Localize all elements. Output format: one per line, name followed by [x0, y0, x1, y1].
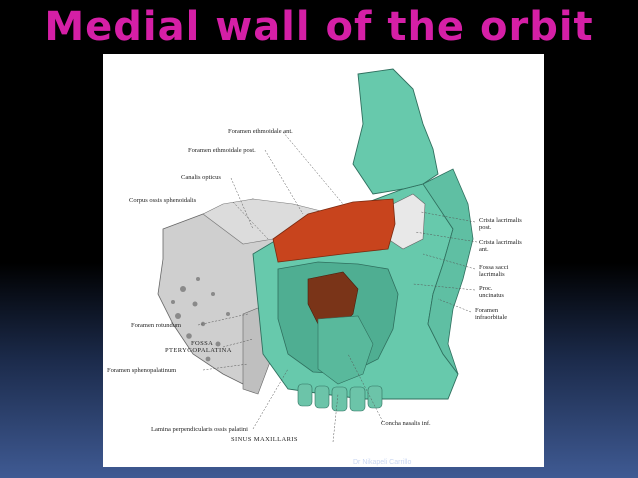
leader-lines	[197, 131, 478, 443]
label-proc-uncinatus: Proc. uncinatus	[479, 285, 504, 299]
label-concha-nasalis-inf: Concha nasalis inf.	[381, 420, 431, 427]
label-crista-lacrimalis-ant: Crista lacrimalis ant.	[479, 239, 522, 253]
label-foramen-infraorbitale-line1: Foramen	[475, 307, 499, 314]
label-foramen-rotundum: Foramen rotundum	[131, 322, 182, 329]
label-crista-lacrimalis-post: Crista lacrimalis post.	[479, 217, 522, 231]
label-fossa-pterygo-line1: FOSSA	[191, 340, 214, 347]
ethmoid-orbital-plate	[272, 198, 396, 263]
label-proc-uncinatus-line1: Proc.	[479, 285, 493, 292]
frontal-process	[352, 68, 439, 195]
anatomy-illustration-panel: Foramen ethmoidale ant. Foramen ethmoida…	[103, 54, 544, 467]
label-fossa-pterygopalatina: FOSSA PTERYGOPALATINA	[165, 340, 232, 354]
label-foramen-infraorbitale: Foramen infraorbitale	[475, 307, 507, 321]
slide-title: Medial wall of the orbit	[44, 4, 594, 50]
label-fossa-sacci-lacrimalis: Fossa sacci lacrimalis	[479, 264, 508, 278]
label-fossa-sacci-line1: Fossa sacci	[479, 264, 509, 271]
label-canalis-opticus: Canalis opticus	[181, 174, 221, 181]
label-crista-lacrimalis-ant-line2: ant.	[479, 246, 489, 253]
label-corpus-ossis-sphenoidalis: Corpus ossis sphenoidalis	[129, 197, 197, 204]
right-maxilla-edge	[422, 168, 474, 375]
maxillary-teeth	[297, 383, 383, 412]
label-crista-lacrimalis-post-line2: post.	[479, 224, 492, 231]
label-sinus-maxillaris: SINUS MAXILLARIS	[231, 436, 298, 443]
label-foramen-sphenopalatinum: Foramen sphenopalatinum	[107, 367, 177, 374]
label-crista-lacrimalis-ant-line1: Crista lacrimalis	[479, 239, 522, 246]
label-crista-lacrimalis-post-line1: Crista lacrimalis	[479, 217, 522, 224]
label-proc-uncinatus-line2: uncinatus	[479, 292, 504, 299]
concha-nasalis	[317, 315, 374, 385]
label-fossa-pterygo-line2: PTERYGOPALATINA	[165, 347, 232, 354]
label-fossa-sacci-line2: lacrimalis	[479, 271, 505, 278]
image-credit: Dr Nikapeli Carrillo	[353, 459, 412, 466]
label-lamina-perpendicularis: Lamina perpendicularis ossis palatini	[151, 426, 248, 433]
label-foramen-ethmoidale-post: Foramen ethmoidale post.	[188, 147, 256, 154]
orbit-illustration	[157, 68, 478, 443]
label-foramen-infraorbitale-line2: infraorbitale	[475, 314, 508, 321]
label-foramen-ethmoidale-ant: Foramen ethmoidale ant.	[228, 128, 293, 135]
